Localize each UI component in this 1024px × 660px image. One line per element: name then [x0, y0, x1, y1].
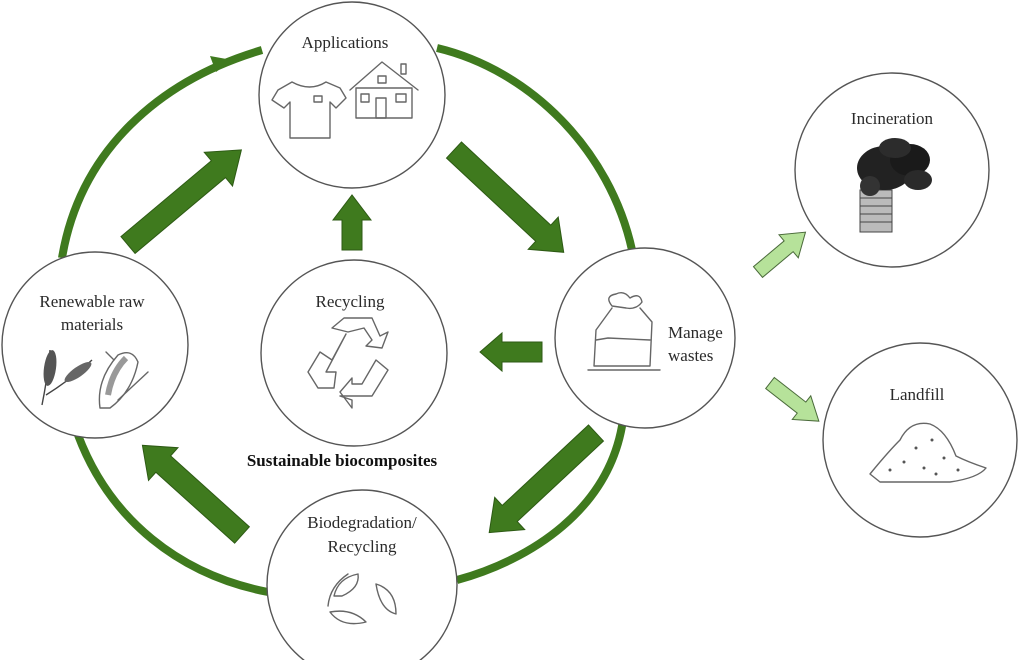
biodegradation-label-line2: Recycling — [328, 537, 397, 556]
corn-icon — [98, 351, 149, 409]
arrow-recycling-to-applications — [331, 194, 373, 251]
manage-wastes-label-line1: Manage — [668, 323, 723, 342]
smokestack-icon — [857, 138, 932, 233]
renewable-circle — [1, 251, 189, 439]
node-landfill: Landfill — [822, 342, 1018, 538]
landfill-label: Landfill — [890, 385, 945, 404]
t-shirt-icon — [271, 81, 347, 139]
recycling-label: Recycling — [316, 292, 385, 311]
manage-wastes-circle — [554, 247, 736, 429]
node-manage-wastes: Manage wastes — [554, 247, 736, 429]
node-recycling: Recycling — [260, 259, 448, 447]
recycling-circle — [260, 259, 448, 447]
biodegradation-circle — [266, 489, 458, 660]
node-incineration: Incineration — [794, 72, 990, 268]
applications-circle — [258, 1, 446, 189]
incineration-label: Incineration — [851, 109, 934, 128]
waste-pile-icon — [869, 422, 987, 483]
cycle-ring — [58, 44, 636, 596]
garbage-bag-icon — [587, 291, 661, 371]
arrow-manage-wastes-to-landfill — [764, 376, 820, 422]
ring-arc-bottom-left — [74, 433, 269, 596]
disposal-arrows — [752, 231, 820, 422]
arrow-manage-wastes-to-recycling — [479, 331, 543, 373]
leaf-globe-icon — [327, 573, 397, 625]
house-icon — [349, 61, 419, 119]
biodegradation-label-line1: Biodegradation/ — [307, 513, 417, 532]
diagram-title: Sustainable biocomposites — [247, 451, 438, 470]
wheat-icon — [41, 349, 93, 406]
arrow-biodegradation-to-renewable — [141, 444, 251, 544]
manage-wastes-label-line2: wastes — [668, 346, 713, 365]
ring-arc-bottom-right — [455, 419, 627, 584]
node-renewable-raw-materials: Renewable raw materials — [1, 251, 189, 439]
cycle-arrows — [120, 141, 605, 544]
arrow-manage-wastes-to-incineration — [752, 231, 807, 279]
landfill-circle — [822, 342, 1018, 538]
ring-arc-arrowhead — [210, 56, 232, 72]
ring-arc-top-right — [436, 44, 636, 251]
node-applications: Applications — [258, 1, 446, 189]
arrow-manage-wastes-to-biodegradation — [488, 424, 605, 534]
applications-label: Applications — [302, 33, 389, 52]
renewable-label-line2: materials — [61, 315, 123, 334]
arrow-renewable-to-applications — [120, 149, 243, 255]
arrow-applications-to-manage-wastes — [445, 141, 565, 253]
node-biodegradation: Biodegradation/ Recycling — [266, 489, 458, 660]
renewable-label-line1: Renewable raw — [39, 292, 145, 311]
recycle-icon — [307, 317, 389, 409]
